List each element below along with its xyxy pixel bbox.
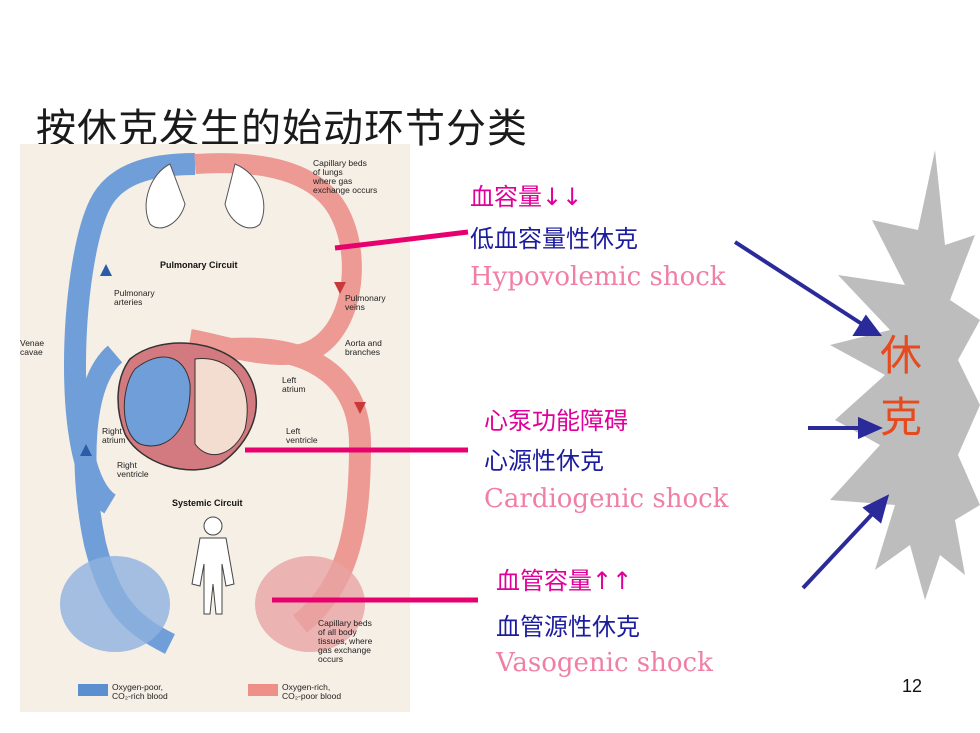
legend-oxygen-rich: Oxygen-rich, CO₂-poor blood xyxy=(282,682,341,701)
svg-text:CO₂-poor blood: CO₂-poor blood xyxy=(282,691,341,701)
name-en-cardiogenic: Cardiogenic shock xyxy=(484,484,729,514)
legend-swatch-oxygen-rich xyxy=(248,684,278,696)
label-capillary-body: Capillary beds of all body tissues, wher… xyxy=(318,618,373,664)
svg-text:exchange occurs: exchange occurs xyxy=(313,185,377,195)
cause-vasogenic: 血管容量↑↑ xyxy=(496,567,633,595)
capillary-bed-left xyxy=(60,556,170,652)
svg-text:Oxygen-poor,: Oxygen-poor, xyxy=(112,682,163,692)
label-capillary-lungs: Capillary beds of lungs where gas exchan… xyxy=(312,158,377,195)
pointer-line-hypovolemic xyxy=(334,229,469,251)
label-right-atrium: Right atrium xyxy=(102,426,126,445)
name-en-hypovolemic: Hypovolemic shock xyxy=(470,262,726,292)
right-lung xyxy=(224,163,265,229)
cause-hypovolemic: 血容量↓↓ xyxy=(470,183,583,211)
heart-right-side xyxy=(123,356,191,447)
human-figure xyxy=(191,516,235,615)
svg-text:atrium: atrium xyxy=(282,384,306,394)
svg-text:Aorta and: Aorta and xyxy=(345,338,382,348)
svg-text:ventricle: ventricle xyxy=(117,469,149,479)
label-systemic-circuit: Systemic Circuit xyxy=(172,498,243,508)
svg-text:cavae: cavae xyxy=(20,347,43,357)
name-cn-hypovolemic: 低血容量性休克 xyxy=(470,225,638,253)
svg-text:Pulmonary: Pulmonary xyxy=(114,288,155,298)
svg-text:branches: branches xyxy=(345,347,380,357)
shock-burst xyxy=(830,150,980,600)
label-pulmonary-circuit: Pulmonary Circuit xyxy=(160,260,238,270)
shock-char-2: 克 xyxy=(880,393,923,442)
svg-text:tissues, where: tissues, where xyxy=(318,636,373,646)
name-cn-vasogenic: 血管源性休克 xyxy=(496,613,640,641)
flow-arrow-blue-1 xyxy=(100,264,112,276)
capillary-bed-right xyxy=(255,556,365,652)
svg-text:Venae: Venae xyxy=(20,338,44,348)
svg-text:Right: Right xyxy=(117,460,137,470)
heart-left-side xyxy=(194,357,248,456)
svg-text:of all body: of all body xyxy=(318,627,357,637)
arrow-cardiogenic xyxy=(808,416,883,440)
label-left-ventricle: Left ventricle xyxy=(286,426,318,445)
svg-text:Left: Left xyxy=(282,375,297,385)
flow-arrow-blue-2 xyxy=(80,444,92,456)
label-pulmonary-veins: Pulmonary veins xyxy=(345,293,386,312)
svg-text:gas exchange: gas exchange xyxy=(318,645,371,655)
svg-text:Capillary beds: Capillary beds xyxy=(318,618,372,628)
svg-text:arteries: arteries xyxy=(114,297,142,307)
svg-text:veins: veins xyxy=(345,302,365,312)
label-venae-cavae: Venae cavae xyxy=(20,338,44,357)
left-lung xyxy=(145,163,186,229)
svg-text:Left: Left xyxy=(286,426,301,436)
name-en-vasogenic: Vasogenic shock xyxy=(496,648,713,678)
svg-text:Oxygen-rich,: Oxygen-rich, xyxy=(282,682,330,692)
shock-char-1: 休 xyxy=(880,331,923,380)
svg-text:ventricle: ventricle xyxy=(286,435,318,445)
label-left-atrium: Left atrium xyxy=(282,375,306,394)
svg-text:atrium: atrium xyxy=(102,435,126,445)
arrow-vasogenic xyxy=(801,494,890,590)
svg-text:Capillary beds: Capillary beds xyxy=(313,158,367,168)
name-cn-cardiogenic: 心源性休克 xyxy=(484,447,604,475)
svg-text:occurs: occurs xyxy=(318,654,343,664)
arrow-hypovolemic xyxy=(733,240,882,336)
svg-text:CO₂-rich blood: CO₂-rich blood xyxy=(112,691,168,701)
flow-arrow-red-2 xyxy=(354,402,366,414)
legend-oxygen-poor: Oxygen-poor, CO₂-rich blood xyxy=(112,682,168,701)
legend-swatch-oxygen-poor xyxy=(78,684,108,696)
svg-text:of lungs: of lungs xyxy=(313,167,343,177)
svg-text:Right: Right xyxy=(102,426,122,436)
circulation-illustration: Capillary beds of lungs where gas exchan… xyxy=(20,144,410,712)
svg-text:Pulmonary: Pulmonary xyxy=(345,293,386,303)
page-number: 12 xyxy=(901,676,922,696)
label-right-ventricle: Right ventricle xyxy=(117,460,149,479)
cause-cardiogenic: 心泵功能障碍 xyxy=(484,407,628,435)
flow-arrow-red-1 xyxy=(334,282,346,294)
label-pulmonary-arteries: Pulmonary arteries xyxy=(114,288,155,307)
label-aorta: Aorta and branches xyxy=(345,338,382,357)
svg-text:where gas: where gas xyxy=(312,176,352,186)
circulation-diagram: Capillary beds of lungs where gas exchan… xyxy=(20,144,410,712)
